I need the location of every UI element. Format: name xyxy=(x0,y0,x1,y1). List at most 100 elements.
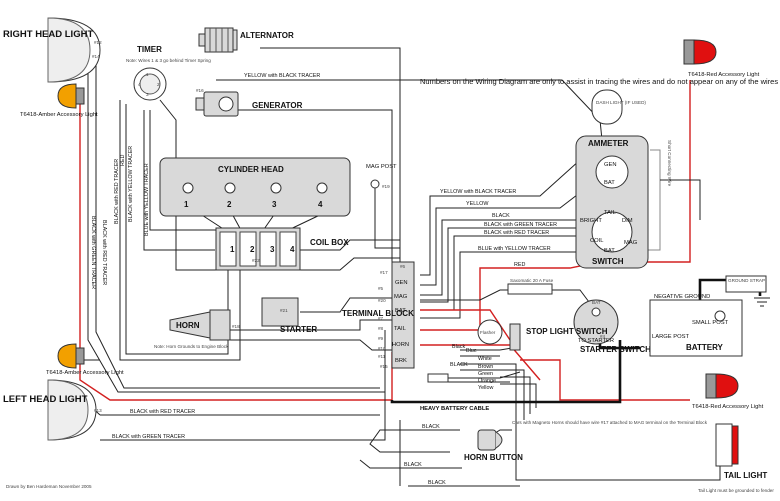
wire-number: #17 xyxy=(380,270,388,275)
fuse-label: Saxomatic 20 A Fuse xyxy=(510,278,554,283)
switch-bat: BAT xyxy=(604,248,615,254)
ammeter-gen: GEN xyxy=(604,162,617,168)
accessory-amber-bottom-label: T6418-Amber Accessory Light xyxy=(46,370,124,376)
accessory-light-amber-bottom: T6418-Amber Accessory Light xyxy=(46,343,124,376)
horn-button: HORN BUTTON Cars with Magneto Horns shou… xyxy=(464,420,708,462)
accessory-red-bottom-label: T6418-Red Accessory Light xyxy=(692,404,764,410)
switch-dim: DIM xyxy=(622,218,633,224)
stop-light-switch: STOP LIGHT SWITCH xyxy=(509,323,608,351)
battery: NEGATIVE GROUND LARGE POST SMALL POST BA… xyxy=(649,294,743,357)
wire-number: #9 xyxy=(378,336,384,341)
coil-box-label: COIL BOX xyxy=(310,238,349,247)
cylinder-head-label: CYLINDER HEAD xyxy=(218,165,284,174)
wire-label: BLACK with GREEN TRACER xyxy=(112,434,185,440)
generator: GENERATOR xyxy=(195,91,303,117)
horn-label: HORN xyxy=(176,321,200,330)
fuse: Saxomatic 20 A Fuse xyxy=(507,278,554,295)
wire-number: #8 xyxy=(378,326,384,331)
wire-label: BLACK xyxy=(492,213,510,219)
accessory-light-amber-top: T6418-Amber Accessory Light xyxy=(20,83,98,118)
switch-coil: COIL xyxy=(590,238,604,244)
generator-label: GENERATOR xyxy=(252,101,303,110)
coil-box: 1 2 3 4 COIL BOX xyxy=(215,227,349,271)
timer-number-1: 1 xyxy=(146,72,149,77)
horn: HORN Note: Horn Grounds to Engine Block xyxy=(154,309,231,349)
magneto-note: Cars with Magneto Horns should have wire… xyxy=(512,420,708,425)
color-wire-labels: Black Blue White Brown Green Orange Yell… xyxy=(427,344,496,391)
wire-label: BLACK with GREEN TRACER xyxy=(484,222,557,228)
switch-mag: MAG xyxy=(624,240,638,246)
switch-tail: TAIL xyxy=(604,210,617,216)
terminal-bat: BAT xyxy=(395,308,406,314)
wire-number: #20 xyxy=(378,298,386,303)
terminal-block: GEN MAG BAT TAIL HORN BRK TERMINAL BLOCK xyxy=(342,261,415,369)
wire-label: RED xyxy=(120,155,126,166)
terminal-tail: TAIL xyxy=(394,326,407,332)
wire-label: YELLOW with BLACK TRACER xyxy=(440,189,516,195)
wire-label: YELLOW with BLACK TRACER xyxy=(244,73,320,79)
terminal-horn: HORN xyxy=(392,342,409,348)
accessory-amber-top-label: T6418-Amber Accessory Light xyxy=(20,112,98,118)
wire-label: BLACK with YELLOW TRACER xyxy=(128,146,134,222)
mag-post-label: MAG POST xyxy=(366,164,397,170)
ground-strap: GROUND STRAP xyxy=(725,275,770,307)
wire-number: #15 xyxy=(380,364,388,369)
flasher-label: Flasher xyxy=(480,330,496,335)
color-wire-green: Green xyxy=(478,371,493,377)
color-wire-yellow: Yellow xyxy=(478,385,493,391)
wire-label: BLACK with RED TRACER xyxy=(130,409,195,415)
short-connecting-wire-label: Short Connecting Wire xyxy=(667,140,672,187)
timer-number-4: 4 xyxy=(138,82,141,87)
mag-post: MAG POST xyxy=(366,164,397,189)
accessory-light-red-bottom: T6418-Red Accessory Light xyxy=(692,373,764,410)
battery-label: BATTERY xyxy=(686,343,724,352)
negative-ground-label: NEGATIVE GROUND xyxy=(654,294,710,300)
dash-light-label: DASH LIGHT (IF USED) xyxy=(596,100,646,105)
wire-number: #18 xyxy=(232,324,240,329)
to-starter-label: TO STARTER xyxy=(578,338,614,344)
cylinder-head: CYLINDER HEAD 1 2 3 4 xyxy=(159,157,351,217)
wire-number: #16 xyxy=(196,88,204,93)
color-wire-orange: Orange xyxy=(478,378,496,384)
alternator: ALTERNATOR xyxy=(198,27,294,53)
terminal-block-label: TERMINAL BLOCK xyxy=(342,309,414,318)
ground-strap-label: GROUND STRAP xyxy=(728,278,765,283)
wire-label: BLACK xyxy=(428,480,446,486)
flasher: Flasher xyxy=(477,319,503,345)
wire-numbers: #12 #13 #14 #15 #16 #17 #18 #19 #20 #21 … xyxy=(92,40,606,413)
starter-switch-label: STARTER SWITCH xyxy=(580,345,651,354)
ammeter-switch-panel: AMMETER GEN BAT TAIL BRIGHT DIM COIL MAG… xyxy=(575,135,672,269)
wire-label: BLUE with YELLOW TRACER xyxy=(478,246,551,252)
coil-number-3: 3 xyxy=(270,245,275,254)
timer-number-3: 3 xyxy=(146,92,149,97)
wire-label: BLACK xyxy=(450,362,468,368)
coil-number-4: 4 xyxy=(290,245,295,254)
wire-number: #22 xyxy=(252,258,260,263)
alternator-label: ALTERNATOR xyxy=(240,31,294,40)
wire-number: #14 xyxy=(92,54,100,59)
starter-switch: BAT TO STARTER STARTER SWITCH xyxy=(573,299,651,354)
wire-label: BLUE with YELLOW TRACER xyxy=(144,163,150,236)
right-head-light-label: RIGHT HEAD LIGHT xyxy=(3,29,93,40)
wire-label: YELLOW xyxy=(466,201,489,207)
left-head-light-label: LEFT HEAD LIGHT xyxy=(3,394,88,405)
horn-note: Note: Horn Grounds to Engine Block xyxy=(154,344,229,349)
wire-label: RED xyxy=(514,262,525,268)
numbers-note: Numbers on the Wiring Diagram are only t… xyxy=(420,77,780,86)
wire-number: #4 xyxy=(600,334,606,339)
timer: TIMER Note: Wires 1 & 3 go behind Timer … xyxy=(126,45,211,101)
large-post-label: LARGE POST xyxy=(652,334,690,340)
color-wire-blue: Blue xyxy=(466,348,477,354)
color-wire-black: Black xyxy=(452,344,465,350)
credit-text: Drawn by Ben Hardeman November 2005 xyxy=(6,484,92,489)
switch-label: SWITCH xyxy=(592,257,624,266)
wire-label: BLACK xyxy=(404,462,422,468)
accessory-light-red-top: T6418-Red Accessory Light xyxy=(683,39,760,78)
cylinder-number-3: 3 xyxy=(272,200,277,209)
numbers-note-text: Numbers on the Wiring Diagram are only t… xyxy=(420,77,780,86)
wire-label: BLACK with GREEN TRACER xyxy=(90,216,96,289)
tail-light-label: TAIL LIGHT xyxy=(724,471,767,480)
color-wire-brown: Brown xyxy=(478,364,493,370)
tail-light-note: Tail Light must be grounded to fender xyxy=(698,488,774,493)
wire-label: BLACK with RED TRACER xyxy=(484,230,549,236)
